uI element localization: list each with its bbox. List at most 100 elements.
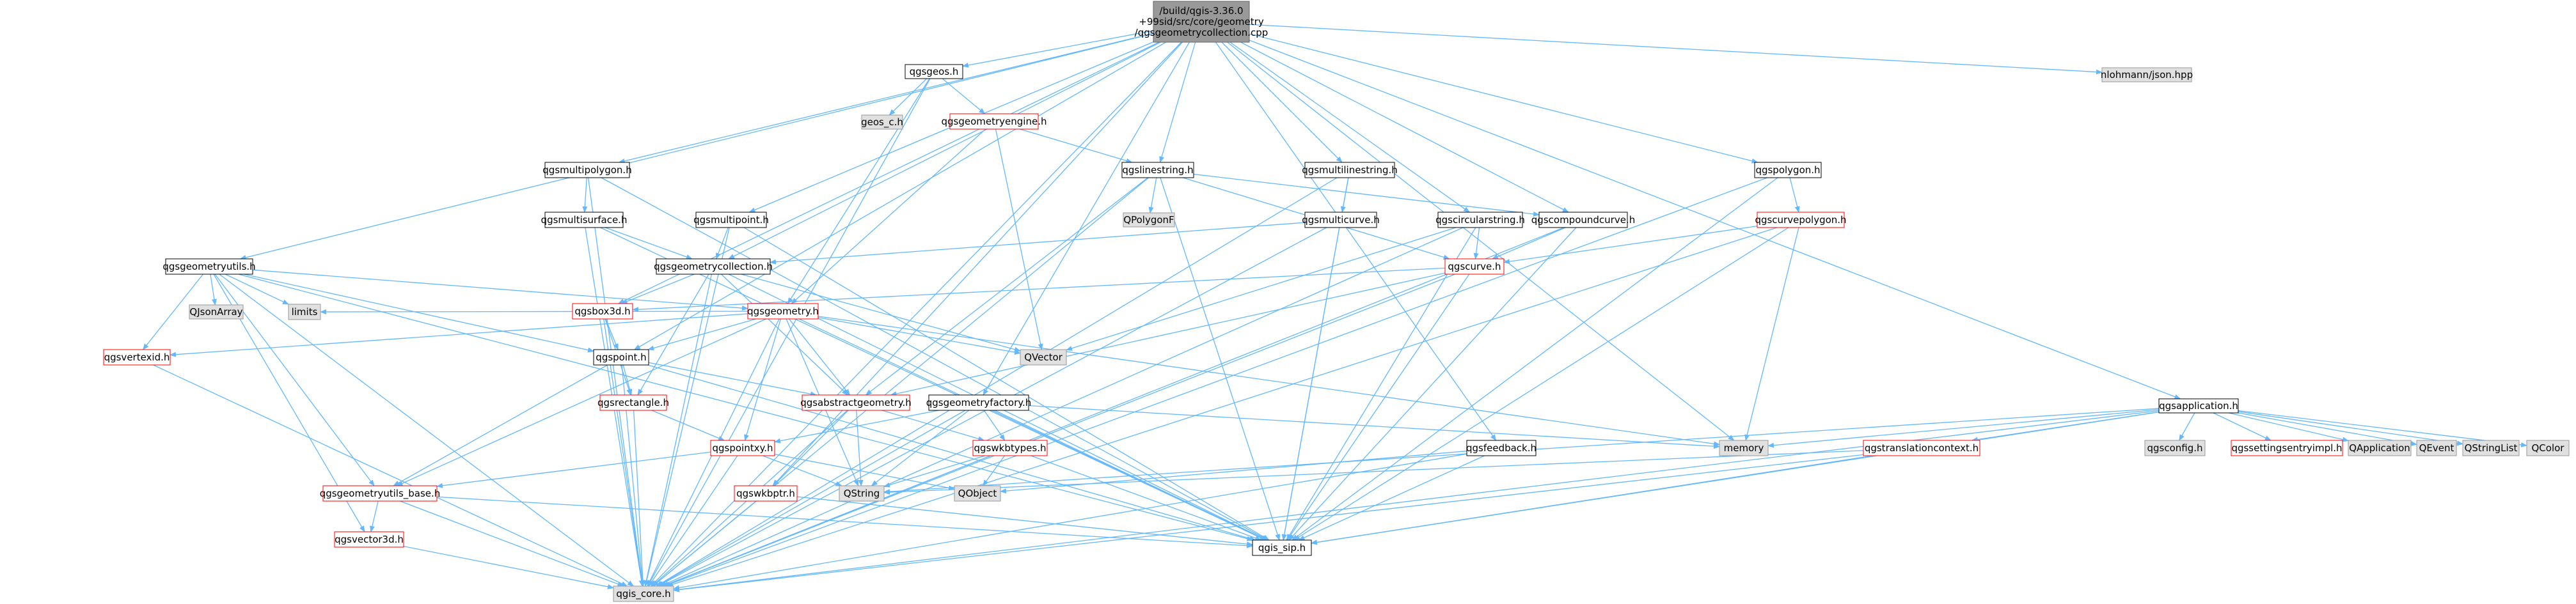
- node-qgsrectangle[interactable]: qgsrectangle.h: [597, 394, 669, 411]
- node-label: qgsgeometryengine.h: [942, 116, 1047, 127]
- node-memory: memory: [1719, 440, 1769, 456]
- edge-root-to-qgscircularstring: [1229, 42, 1470, 213]
- node-qjsonarray: QJsonArray: [189, 304, 244, 320]
- node-qgsgeometryutils_base[interactable]: qgsgeometryutils_base.h: [320, 485, 441, 502]
- node-qgscompoundcurve[interactable]: qgscompoundcurve.h: [1531, 212, 1635, 228]
- node-qgsmulticurve[interactable]: qgsmulticurve.h: [1302, 212, 1380, 228]
- edge-qgsgeometryfactory-to-qgspointxy: [774, 410, 939, 444]
- node-box: [2462, 440, 2520, 456]
- node-box: [2158, 398, 2239, 414]
- node-box: [1252, 539, 1312, 556]
- node-qgswkbtypes[interactable]: qgswkbtypes.h: [972, 440, 1048, 456]
- node-label: qgspointxy.h: [712, 442, 773, 454]
- edge-qgsfeedback-to-qgis_core: [673, 453, 1467, 591]
- node-box: [1121, 162, 1194, 178]
- edge-qgspointxy-to-qgis_core: [648, 455, 738, 587]
- edge-qgsfeedback-to-qobject: [1000, 451, 1467, 494]
- node-qgswkbptr[interactable]: qgswkbptr.h: [734, 485, 798, 502]
- edge-qgsgeometry-to-qvector: [818, 317, 1021, 355]
- edge-qgscircularstring-to-qgis_core: [660, 227, 1464, 587]
- edge-qgsgeometryengine-to-qgslinestring: [1020, 128, 1133, 164]
- node-label: qgswkbptr.h: [736, 488, 795, 499]
- node-qapplication: QApplication: [2348, 440, 2412, 456]
- edge-root-to-qgsgeos: [962, 30, 1154, 68]
- edge-qgsvector3d-to-qgis_core: [403, 546, 614, 589]
- node-qgis_core: qgis_core.h: [613, 585, 674, 602]
- edge-root-to-nlohmann: [1249, 24, 2103, 75]
- edge-qgsgeometry-to-qgspointxy: [744, 318, 782, 441]
- node-box: [599, 394, 667, 411]
- node-qgslinestring[interactable]: qgslinestring.h: [1121, 162, 1194, 178]
- node-qgscurvepolygon[interactable]: qgscurvepolygon.h: [1755, 212, 1847, 228]
- edge-qgsgeometryfactory-to-qstring: [871, 410, 969, 486]
- node-layer: /build/qgis-3.36.0+99sid/src/core/geomet…: [103, 1, 2570, 602]
- edge-qgsgeometryengine-to-qgsgeometry: [791, 128, 986, 304]
- node-box: [905, 64, 963, 79]
- edge-qgsgeometryutils_base-to-qgis_core: [400, 500, 624, 587]
- node-label: qgsrectangle.h: [597, 397, 669, 408]
- node-label: qgsgeos.h: [910, 66, 959, 77]
- node-qgsmultisurface[interactable]: qgsmultisurface.h: [541, 212, 628, 228]
- node-label: /build/qgis-3.36.0: [1159, 5, 1243, 17]
- edge-qgscurvepolygon-to-qgscurve: [1503, 226, 1758, 265]
- edge-qgsmultipolygon-to-qgis_sip: [601, 177, 1268, 541]
- edge-qgsgeometrycollection-to-qgsabstractgeometry: [721, 274, 849, 396]
- node-limits: limits: [288, 304, 321, 320]
- edge-qgsabstractgeometry-to-qgswkbtypes: [881, 410, 985, 442]
- node-box: [1304, 162, 1395, 178]
- node-qgis_sip[interactable]: qgis_sip.h: [1252, 539, 1312, 556]
- node-box: [656, 258, 771, 275]
- edge-qgsmultipolygon-to-qgsmultisurface: [582, 177, 588, 213]
- edge-qgsapplication-to-memory: [1767, 409, 2160, 448]
- node-qgsapplication[interactable]: qgsapplication.h: [2158, 398, 2239, 414]
- edge-qgscurvepolygon-to-qgis_core: [667, 227, 1778, 587]
- node-box: [710, 440, 775, 456]
- edge-qgscompoundcurve-to-qgscurve: [1492, 227, 1566, 259]
- edge-qgsfeedback-to-qgis_sip: [1298, 455, 1485, 541]
- node-qgsmultilinestring[interactable]: qgsmultilinestring.h: [1302, 162, 1398, 178]
- node-qgssettingsentryimpl[interactable]: qgssettingsentryimpl.h: [2231, 440, 2343, 456]
- node-qgsgeometryutils[interactable]: qgsgeometryutils.h: [162, 258, 256, 275]
- node-box: [2526, 440, 2570, 456]
- node-label: qgssettingsentryimpl.h: [2231, 442, 2342, 454]
- node-qgsgeos[interactable]: qgsgeos.h: [905, 64, 963, 79]
- node-qgspoint[interactable]: qgspoint.h: [593, 349, 649, 366]
- node-box: [1304, 212, 1377, 228]
- edge-qgsgeos-to-qgsgeometryengine: [942, 78, 986, 114]
- node-qgsvector3d[interactable]: qgsvector3d.h: [334, 531, 404, 548]
- node-qgsgeometrycollection[interactable]: qgsgeometrycollection.h: [654, 258, 773, 275]
- node-box: [322, 485, 438, 502]
- edge-qgspoint-to-qgis_sip: [647, 364, 1256, 541]
- node-qgstranslationcontext[interactable]: qgstranslationcontext.h: [1863, 440, 1980, 456]
- edge-qgsmultisurface-to-qgis_sip: [600, 227, 1267, 541]
- node-qgsgeometryengine[interactable]: qgsgeometryengine.h: [942, 113, 1047, 130]
- edge-qgsgeometryfactory-to-qgis_sip: [994, 410, 1267, 541]
- node-qgsfeedback[interactable]: qgsfeedback.h: [1466, 440, 1537, 456]
- edge-qgsapplication-to-qevent: [2238, 412, 2417, 446]
- node-qgsgeometryfactory[interactable]: qgsgeometryfactory.h: [926, 394, 1032, 411]
- node-qgsmultipolygon[interactable]: qgsmultipolygon.h: [542, 162, 632, 178]
- edge-qgscircularstring-to-qgis_sip: [1286, 227, 1476, 541]
- edge-root-to-qgsgeometryutils: [239, 33, 1154, 260]
- edge-qgstranslationcontext-to-qgis_sip: [1311, 455, 1873, 545]
- node-qgscircularstring[interactable]: qgscircularstring.h: [1435, 212, 1525, 228]
- node-box: [1719, 440, 1769, 456]
- node-label: qgsmultisurface.h: [541, 214, 628, 226]
- edge-qgspolygon-to-qgscurvepolygon: [1789, 177, 1800, 213]
- edge-qgscircularstring-to-qgscurve: [1473, 227, 1480, 259]
- node-label: qgspoint.h: [596, 352, 646, 363]
- node-qgsabstractgeometry[interactable]: qgsabstractgeometry.h: [800, 394, 912, 411]
- node-label: QColor: [2532, 442, 2565, 454]
- node-qgsvertexid[interactable]: qgsvertexid.h: [103, 349, 171, 366]
- node-qgscurve[interactable]: qgscurve.h: [1444, 258, 1505, 275]
- node-qgspolygon[interactable]: qgspolygon.h: [1754, 162, 1822, 178]
- node-label: qgspolygon.h: [1755, 164, 1820, 176]
- edge-qgsmultilinestring-to-qgis_core: [656, 177, 1338, 587]
- node-qgsgeometry[interactable]: qgsgeometry.h: [747, 303, 819, 320]
- node-qgsmultipoint[interactable]: qgsmultipoint.h: [693, 212, 769, 228]
- node-qgsbox3d[interactable]: qgsbox3d.h: [572, 303, 633, 320]
- edge-root-to-qgsgeometryfactory: [983, 42, 1190, 396]
- edge-qgsgeometryfactory-to-memory: [1028, 405, 1720, 449]
- node-qgspointxy[interactable]: qgspointxy.h: [710, 440, 775, 456]
- edge-qgsvertexid-to-qgis_core: [153, 364, 628, 587]
